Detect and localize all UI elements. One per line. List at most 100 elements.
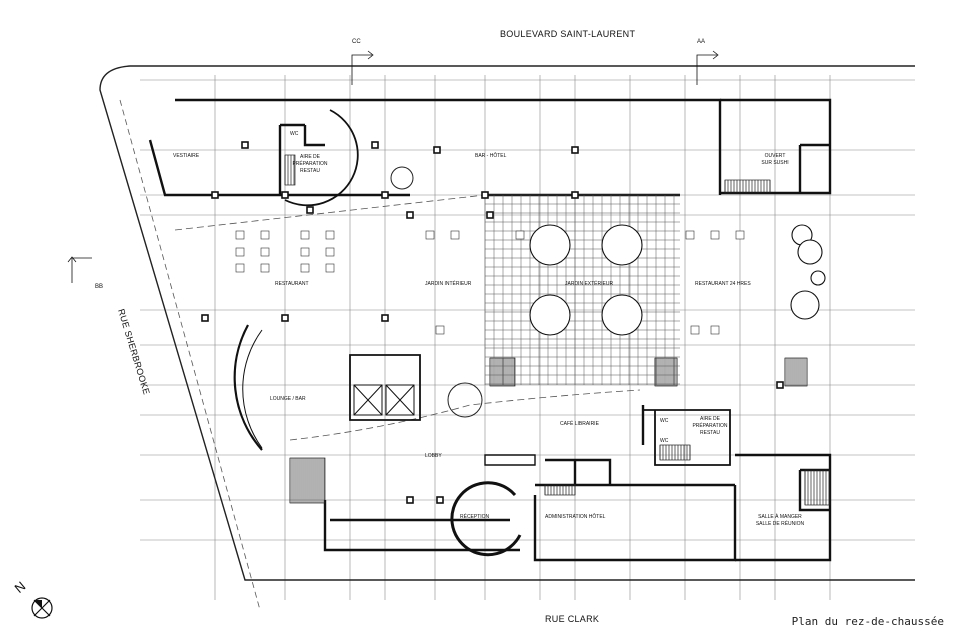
table — [690, 325, 700, 335]
lounge-bar — [242, 329, 263, 449]
round-table — [529, 294, 571, 336]
round-table — [601, 294, 643, 336]
round-table — [601, 224, 643, 266]
spiral-stair-top — [390, 166, 414, 190]
column — [433, 146, 441, 154]
room-lobby: LOBBY — [425, 453, 442, 459]
dashed-outline — [174, 194, 641, 441]
table — [300, 247, 310, 257]
column — [381, 191, 389, 199]
room-prep-top-line1: AIRE DE — [300, 154, 321, 160]
room-restaurant: RESTAURANT — [275, 281, 309, 287]
exterior-garden-paving — [484, 194, 680, 385]
column — [281, 314, 289, 322]
table — [260, 230, 270, 240]
table — [435, 325, 445, 335]
room-restaurant-24h: RESTAURANT 24 HRES — [695, 281, 751, 287]
room-sushi-line2: SUR SUSHI — [761, 160, 788, 166]
street-boulevard-saint-laurent: BOULEVARD SAINT-LAURENT — [500, 29, 635, 39]
street-rue-clark: RUE CLARK — [545, 614, 599, 624]
street-rue-sherbrooke: RUE SHERBROOKE — [116, 308, 152, 396]
room-prep-bot-line1: AIRE DE — [700, 416, 721, 422]
room-jardin-exterieur: JARDIN EXTÉRIEUR — [565, 280, 613, 287]
stair — [544, 484, 576, 496]
parcel-outline — [99, 65, 915, 581]
table — [450, 230, 460, 240]
reception-desk — [450, 481, 522, 557]
section-markers — [67, 50, 719, 283]
room-lounge-bar: LOUNGE / BAR — [270, 396, 306, 402]
round-table — [810, 270, 826, 286]
room-prep-bot-line3: RESTAU — [700, 430, 720, 436]
stair — [804, 469, 831, 506]
column — [201, 314, 209, 322]
table — [260, 263, 270, 273]
column — [281, 191, 289, 199]
table — [235, 247, 245, 257]
column — [571, 191, 579, 199]
table — [515, 230, 525, 240]
column — [371, 141, 379, 149]
section-aa-label: AA — [697, 39, 705, 45]
north-arrow-icon — [31, 597, 53, 619]
stair — [654, 357, 678, 387]
section-cc-label: CC — [352, 39, 361, 45]
table — [710, 230, 720, 240]
round-table — [529, 224, 571, 266]
stair — [724, 179, 771, 194]
room-vestiaire: VESTIAIRE — [173, 153, 200, 159]
table — [260, 247, 270, 257]
north-label: N — [11, 578, 28, 596]
table — [685, 230, 695, 240]
walls — [148, 98, 832, 562]
column — [481, 191, 489, 199]
room-sushi-line1: OUVERT — [765, 153, 786, 159]
spiral-stair — [447, 382, 483, 418]
stair — [784, 357, 808, 387]
column — [306, 206, 314, 214]
section-bb-label: BB — [95, 284, 103, 290]
column — [211, 191, 219, 199]
table — [235, 230, 245, 240]
table — [325, 230, 335, 240]
stair — [659, 444, 691, 461]
column — [406, 211, 414, 219]
stair-hatching — [284, 154, 831, 506]
room-jardin-interieur: JARDIN INTÉRIEUR — [425, 280, 472, 287]
room-cafe-librairie: CAFÉ LIBRAIRIE — [560, 420, 600, 427]
column — [486, 211, 494, 219]
room-prep-top-line2: PRÉPARATION — [292, 160, 327, 167]
room-labels: VESTIAIRE WC AIRE DE PRÉPARATION RESTAU … — [173, 131, 805, 527]
room-prep-top-line3: RESTAU — [300, 168, 320, 174]
table — [425, 230, 435, 240]
table — [710, 325, 720, 335]
room-wc-1: WC — [660, 418, 669, 424]
stair — [289, 457, 326, 504]
lounge-curved-wall — [233, 324, 263, 451]
table — [300, 230, 310, 240]
table — [235, 263, 245, 273]
table — [735, 230, 745, 240]
setback-line — [119, 99, 261, 611]
room-wc-2: WC — [660, 438, 669, 444]
round-table — [797, 239, 823, 265]
elevators — [353, 384, 415, 416]
room-wc-top: WC — [290, 131, 299, 137]
room-salle-line2: SALLE DE RÉUNION — [756, 520, 805, 527]
column — [776, 381, 784, 389]
room-prep-bot-line2: PRÉPARATION — [692, 422, 727, 429]
table — [325, 247, 335, 257]
room-bar-hotel: BAR - HÔTEL — [475, 152, 507, 159]
column — [571, 146, 579, 154]
table — [300, 263, 310, 273]
stair — [489, 357, 516, 387]
plan-caption: Plan du rez-de-chaussée — [791, 615, 944, 628]
column — [406, 496, 414, 504]
room-reception: RÉCEPTION — [460, 513, 490, 520]
room-salle-line1: SALLE À MANGER — [758, 513, 802, 520]
stair — [284, 154, 296, 186]
column — [381, 314, 389, 322]
table — [325, 263, 335, 273]
